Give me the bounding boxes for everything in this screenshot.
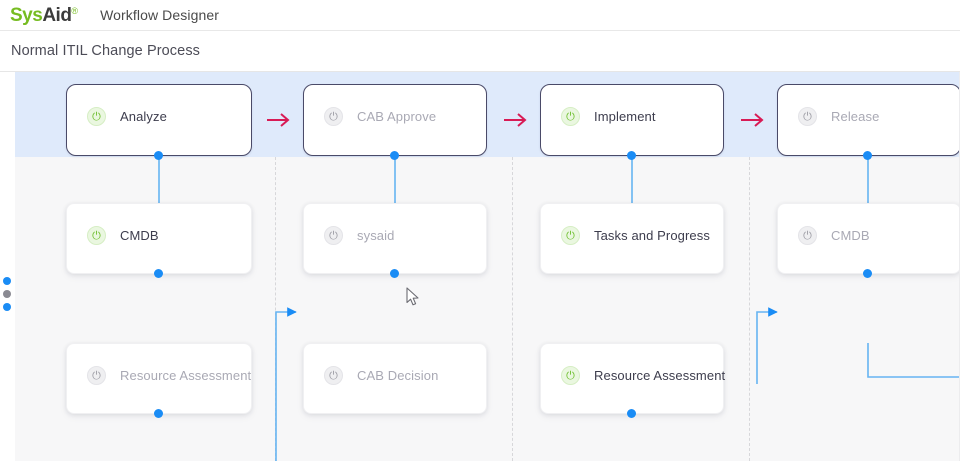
connector-dot-implement-bottom[interactable] xyxy=(627,151,636,160)
logo-registered-mark: ® xyxy=(71,5,79,16)
stage-node-label: CAB Approve xyxy=(357,109,437,124)
power-icon[interactable]: ⏻ xyxy=(324,366,343,385)
task-node-label: Tasks and Progress xyxy=(594,228,710,243)
task-node-label: Resource Assessment xyxy=(120,368,252,383)
task-node-cmdb-col4[interactable]: ⏻ CMDB xyxy=(777,203,960,274)
task-node-head: ⏻ sysaid xyxy=(304,204,486,245)
canvas-left-gutter xyxy=(0,72,15,461)
link-cmdb-right-outbound xyxy=(867,343,960,378)
rail-dot-1[interactable] xyxy=(3,277,11,285)
connector-dot-release-bottom[interactable] xyxy=(863,151,872,160)
connector-dot-cab-approve-bottom[interactable] xyxy=(390,151,399,160)
task-node-head: ⏻ CMDB xyxy=(67,204,251,245)
stage-node-implement[interactable]: ⏻ Implement xyxy=(540,84,724,156)
stage-node-cab-approve-head: ⏻ CAB Approve xyxy=(304,85,486,126)
stage-node-implement-head: ⏻ Implement xyxy=(541,85,723,126)
logo-text-sys: Sys xyxy=(10,4,43,26)
app-title: Workflow Designer xyxy=(100,7,219,23)
stage-node-analyze[interactable]: ⏻ Analyze xyxy=(66,84,252,156)
task-node-head: ⏻ CMDB xyxy=(778,204,960,245)
stage-node-label: Release xyxy=(831,109,880,124)
power-icon[interactable]: ⏻ xyxy=(87,226,106,245)
flow-arrow-2 xyxy=(502,111,530,134)
task-node-label: Resource Assessment xyxy=(594,368,726,383)
rail-dot-3[interactable] xyxy=(3,303,11,311)
task-node-tasks-and-progress[interactable]: ⏻ Tasks and Progress xyxy=(540,203,724,274)
connector-dot-cmdb-col1-bottom[interactable] xyxy=(154,269,163,278)
column-separator-1 xyxy=(275,157,276,461)
link-inbound-to-sysaid-left xyxy=(275,307,297,461)
flow-arrow-3 xyxy=(739,111,767,134)
power-icon[interactable]: ⏻ xyxy=(798,226,817,245)
task-node-label: CMDB xyxy=(120,228,159,243)
page-title[interactable]: Normal ITIL Change Process xyxy=(11,43,201,59)
task-node-label: sysaid xyxy=(357,228,395,243)
task-node-cab-decision[interactable]: ⏻ CAB Decision xyxy=(303,343,487,414)
arrow-right-icon xyxy=(267,113,290,127)
stage-node-cab-approve[interactable]: ⏻ CAB Approve xyxy=(303,84,487,156)
task-node-resource-assessment-col3[interactable]: ⏻ Resource Assessment xyxy=(540,343,726,414)
flow-arrow-1 xyxy=(265,111,293,134)
logo-text-aid: Aid xyxy=(42,4,72,26)
workflow-canvas[interactable]: ⏻ Analyze ⏻ CAB Approve ⏻ Implement ⏻ Re… xyxy=(0,72,960,461)
task-node-sysaid[interactable]: ⏻ sysaid xyxy=(303,203,487,274)
connector-dot-analyze-bottom[interactable] xyxy=(154,151,163,160)
stage-node-release-head: ⏻ Release xyxy=(778,85,960,126)
power-icon[interactable]: ⏻ xyxy=(324,107,343,126)
connector-dot-sysaid-bottom[interactable] xyxy=(390,269,399,278)
task-node-label: CMDB xyxy=(831,228,870,243)
column-separator-3 xyxy=(749,157,750,461)
task-node-head: ⏻ Resource Assessment xyxy=(541,344,726,385)
rail-dot-2[interactable] xyxy=(3,290,11,298)
task-node-head: ⏻ Resource Assessment xyxy=(67,344,251,385)
task-node-resource-assessment-col1[interactable]: ⏻ Resource Assessment xyxy=(66,343,252,414)
link-inbound-to-cmdb-right-left xyxy=(756,307,778,384)
task-node-head: ⏻ Tasks and Progress xyxy=(541,204,723,245)
task-node-label: CAB Decision xyxy=(357,368,439,383)
power-icon[interactable]: ⏻ xyxy=(561,226,580,245)
stage-node-analyze-head: ⏻ Analyze xyxy=(67,85,251,126)
power-icon[interactable]: ⏻ xyxy=(561,107,580,126)
power-icon[interactable]: ⏻ xyxy=(798,107,817,126)
stage-node-label: Implement xyxy=(594,109,656,124)
column-separator-2 xyxy=(512,157,513,461)
connector-dot-resource-assessment-col1-bottom[interactable] xyxy=(154,409,163,418)
task-node-cmdb-col1[interactable]: ⏻ CMDB xyxy=(66,203,252,274)
power-icon[interactable]: ⏻ xyxy=(324,226,343,245)
process-title-bar: Normal ITIL Change Process xyxy=(0,31,960,72)
connector-dot-cmdb-col4-bottom[interactable] xyxy=(863,269,872,278)
power-icon[interactable]: ⏻ xyxy=(561,366,580,385)
arrow-right-icon xyxy=(741,113,764,127)
arrow-right-icon xyxy=(504,113,527,127)
power-icon[interactable]: ⏻ xyxy=(87,366,106,385)
power-icon[interactable]: ⏻ xyxy=(87,107,106,126)
stage-node-label: Analyze xyxy=(120,109,167,124)
task-node-head: ⏻ CAB Decision xyxy=(304,344,486,385)
canvas-rail-handle[interactable] xyxy=(3,277,11,316)
connector-dot-resource-assessment-col3-bottom[interactable] xyxy=(627,409,636,418)
stage-node-release[interactable]: ⏻ Release xyxy=(777,84,960,156)
